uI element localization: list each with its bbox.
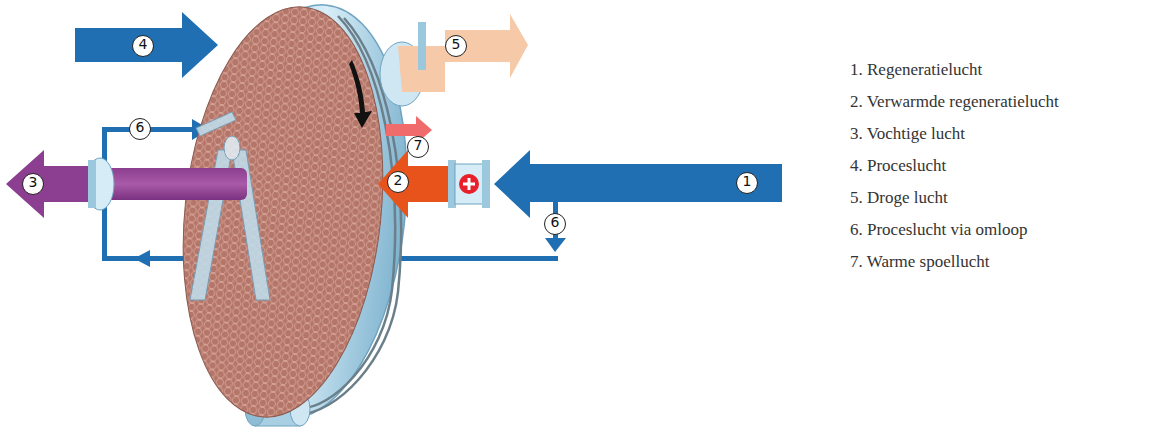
rotation-arrow <box>349 60 372 128</box>
callout-number: 5 <box>445 35 467 57</box>
callout-number: 6 <box>129 118 151 140</box>
callout-number: 6 <box>544 213 566 235</box>
legend-item: 2. Verwarmde regeneratielucht <box>850 92 1059 112</box>
callout-number: 1 <box>736 172 758 194</box>
legend-item: 1. Regeneratielucht <box>850 60 982 80</box>
legend-item: 4. Proceslucht <box>850 156 946 176</box>
callout-number: 7 <box>407 136 429 158</box>
regeneration-air-arrow <box>494 150 782 218</box>
legend-item: 6. Proceslucht via omloop <box>850 220 1028 240</box>
wheel-face <box>164 0 402 427</box>
frame <box>190 112 270 300</box>
heater <box>448 160 490 208</box>
dry-air-duct <box>380 14 528 106</box>
process-air-arrow <box>75 12 218 78</box>
legend-item: 5. Droge lucht <box>850 188 948 208</box>
legend-item: 3. Vochtige lucht <box>850 124 965 144</box>
heated-regeneration-arrow <box>378 150 448 218</box>
callout-number: 3 <box>22 173 44 195</box>
humid-air-duct <box>6 150 247 218</box>
callout-number: 4 <box>132 35 154 57</box>
callout-number: 2 <box>387 171 409 193</box>
legend-item: 7. Warme spoellucht <box>850 252 989 272</box>
